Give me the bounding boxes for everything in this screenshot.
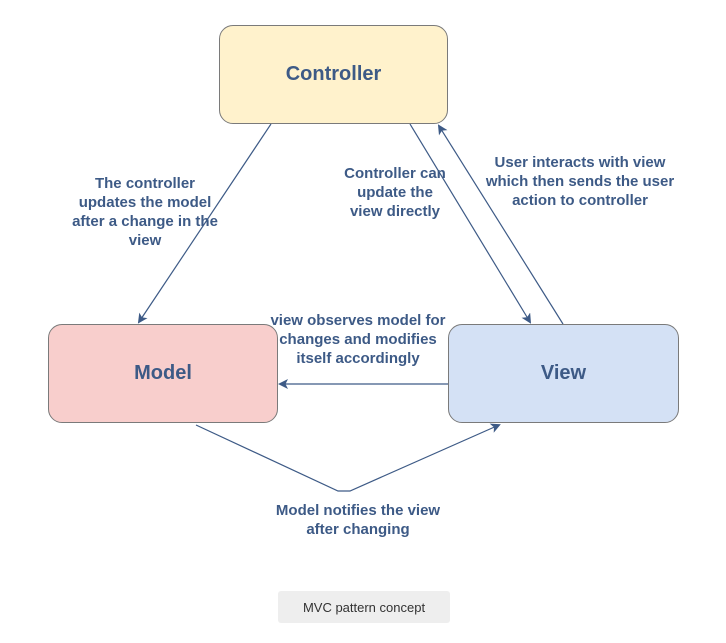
caption-text: MVC pattern concept <box>302 599 426 615</box>
model-label: Model <box>134 362 192 384</box>
annotation-model-to-view: Model notifies the view after changing <box>275 502 441 538</box>
diagram-caption: MVC pattern concept <box>278 591 450 623</box>
annotation-view-to-model: view observes model for changes and modi… <box>270 312 446 367</box>
view-label: View <box>540 362 587 384</box>
view-box: View <box>448 324 679 423</box>
annotation-controller-to-view: Controller can update the view directly <box>344 165 446 220</box>
arrow-model-to-view <box>195 423 501 492</box>
controller-box: Controller <box>219 25 448 124</box>
annotation-controller-to-model: The controller updates the model after a… <box>72 175 218 249</box>
arrow-controller-to-view <box>409 123 532 324</box>
arrow-controller-to-model <box>137 123 272 324</box>
arrow-view-to-controller <box>437 124 564 325</box>
controller-label: Controller <box>285 63 382 85</box>
model-box: Model <box>48 324 278 423</box>
annotation-view-to-controller: User interacts with view which then send… <box>485 154 675 209</box>
